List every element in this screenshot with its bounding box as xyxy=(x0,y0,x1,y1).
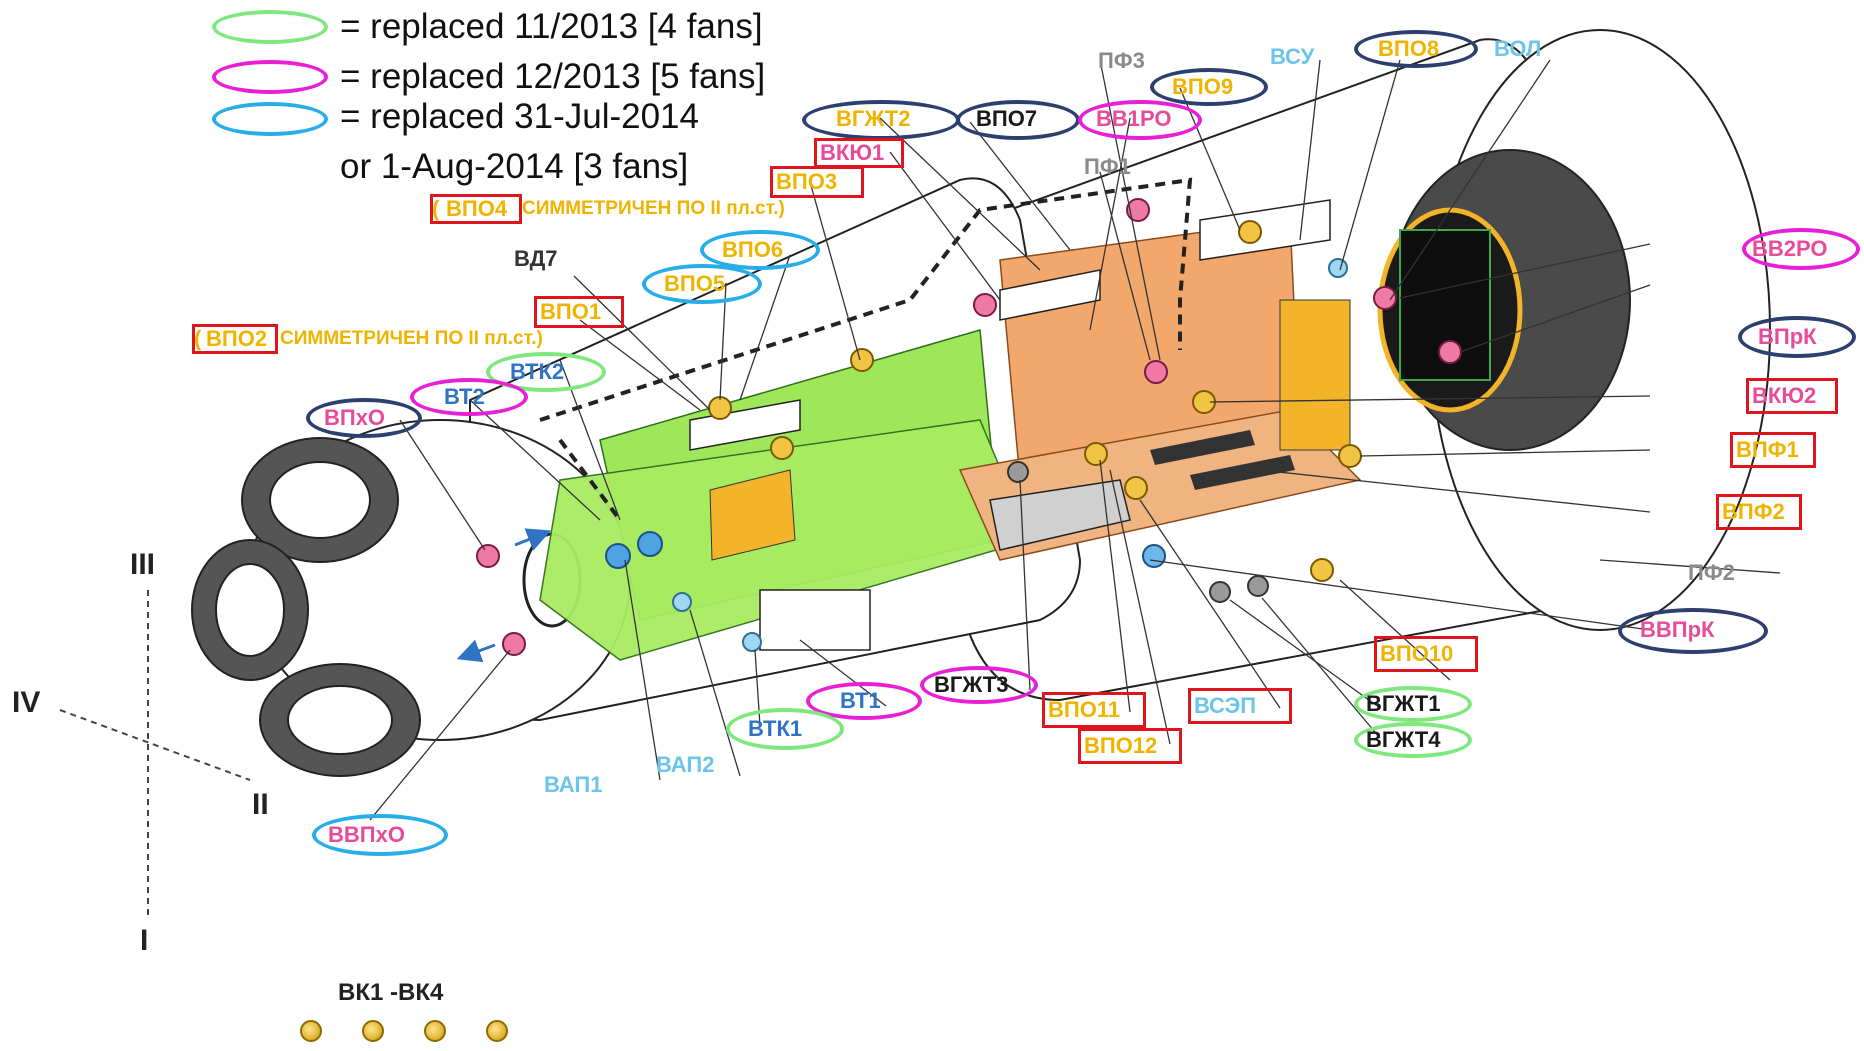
fan-yellow-4 xyxy=(1239,221,1261,243)
label-vv2ro: ВВ2РО xyxy=(1752,236,1828,262)
orange-yellow-panel xyxy=(1280,300,1350,450)
label-vkyu1: ВКЮ1 xyxy=(820,140,884,166)
fan-gray-1 xyxy=(1210,582,1230,602)
fan-yellow-8 xyxy=(1339,445,1361,467)
axis-label-iv: IV xyxy=(12,686,40,720)
label-vpf1: ВПФ1 xyxy=(1736,437,1799,463)
legend-item-cyan: = replaced 31-Jul-2014 xyxy=(340,98,699,136)
fan-pink-1 xyxy=(477,545,499,567)
axis-label-ii: II xyxy=(252,788,269,822)
label-vpo7: ВПО7 xyxy=(976,106,1037,132)
label-vpkho: ВПхО xyxy=(324,405,385,431)
label-vap1: ВАП1 xyxy=(544,772,602,798)
docking-ring-bottom-inner xyxy=(288,686,392,754)
label-vgzht3: ВГЖТ3 xyxy=(934,672,1008,698)
label-vgzht1: ВГЖТ1 xyxy=(1366,691,1440,717)
fan-pink-4 xyxy=(974,294,996,316)
fan-gray-2 xyxy=(1248,576,1268,596)
label-vpo11: ВПО11 xyxy=(1048,697,1120,723)
fan-yellow-7 xyxy=(1125,477,1147,499)
label-vtk1: ВТК1 xyxy=(748,716,802,742)
label-pf1: ПФ1 xyxy=(1084,154,1131,180)
label-vpo2: ВПО2 xyxy=(206,326,267,352)
axis-label-iii: III xyxy=(130,548,155,582)
fan-lightblue-1 xyxy=(673,593,691,611)
label-vtk2: ВТК2 xyxy=(510,359,564,385)
label-vpo9: ВПО9 xyxy=(1172,74,1233,100)
label-vprk: ВПрК xyxy=(1758,324,1817,350)
legend-swatch-cyan xyxy=(212,102,328,136)
fan-icon xyxy=(300,1020,322,1042)
axis-label-i: I xyxy=(140,924,148,958)
fan-icon xyxy=(486,1020,508,1042)
label-vol: ВОЛ xyxy=(1494,36,1541,62)
label-vsep: ВСЭП xyxy=(1194,693,1256,719)
label-pf2: ПФ2 xyxy=(1688,560,1735,586)
docking-ring-left-inner xyxy=(216,564,284,656)
fan-pink-7 xyxy=(1439,341,1461,363)
label-vv1ro: ВВ1РО xyxy=(1096,106,1172,132)
label-vvpkho: ВВПхО xyxy=(328,822,405,848)
fan-pink-6 xyxy=(1374,287,1396,309)
fan-gray-3 xyxy=(1008,462,1028,482)
label-vap2: ВАП2 xyxy=(656,752,714,778)
fan-yellow-3 xyxy=(851,349,873,371)
label-vkyu2: ВКЮ2 xyxy=(1752,383,1816,409)
fan-yellow-2 xyxy=(771,437,793,459)
label-vpo5: ВПО5 xyxy=(664,271,725,297)
label-vgzht4: ВГЖТ4 xyxy=(1366,727,1440,753)
label-vsu: ВСУ xyxy=(1270,44,1314,70)
legend-swatch-magenta xyxy=(212,60,328,94)
label-vt1: ВТ1 xyxy=(840,688,881,714)
label-vpo3: ВПО3 xyxy=(776,169,837,195)
label-vd7: ВД7 xyxy=(514,246,558,272)
label-vpo12: ВПО12 xyxy=(1084,733,1157,759)
table-block xyxy=(760,590,870,650)
label-vt2: ВТ2 xyxy=(444,384,485,410)
label-vpo1: ВПО1 xyxy=(540,299,601,325)
legend-swatch-green xyxy=(212,10,328,44)
label-vpo4: ВПО4 xyxy=(446,196,507,222)
fan-icon xyxy=(424,1020,446,1042)
fan-lightblue-4 xyxy=(1329,259,1347,277)
legend-item-green: = replaced 11/2013 [4 fans] xyxy=(340,8,763,46)
fan-lightblue-2 xyxy=(743,633,761,651)
label-pf3: ПФ3 xyxy=(1098,48,1145,74)
legend-continuation: or 1-Aug-2014 [3 fans] xyxy=(340,148,688,186)
label-vgzht2: ВГЖТ2 xyxy=(836,106,910,132)
fan-yellow-1 xyxy=(709,397,731,419)
fan-yellow-6 xyxy=(1085,443,1107,465)
label-vpo10: ВПО10 xyxy=(1380,641,1453,667)
fan-blue-2 xyxy=(638,532,662,556)
label-vpf2: ВПФ2 xyxy=(1722,499,1785,525)
label-vpo4-note: СИММЕТРИЧЕН ПО II пл.ст.) xyxy=(522,196,785,222)
label-vk: ВК1 -ВК4 xyxy=(338,980,443,1006)
label-vvprk: ВВПрК xyxy=(1640,617,1714,643)
fan-icon xyxy=(362,1020,384,1042)
fan-blue-1 xyxy=(606,544,630,568)
legend-item-magenta: = replaced 12/2013 [5 fans] xyxy=(340,58,765,96)
fan-yellow-9 xyxy=(1311,559,1333,581)
axis-diagonal xyxy=(60,710,250,780)
label-vpo8: ВПО8 xyxy=(1378,36,1439,62)
fan-pink-2 xyxy=(503,633,525,655)
fan-pink-5 xyxy=(1145,361,1167,383)
docking-ring-top-inner xyxy=(270,462,370,538)
label-vpo6: ВПО6 xyxy=(722,237,783,263)
label-vpo2-note: СИММЕТРИЧЕН ПО II пл.ст.) xyxy=(280,326,543,352)
fan-lightblue-3 xyxy=(1143,545,1165,567)
